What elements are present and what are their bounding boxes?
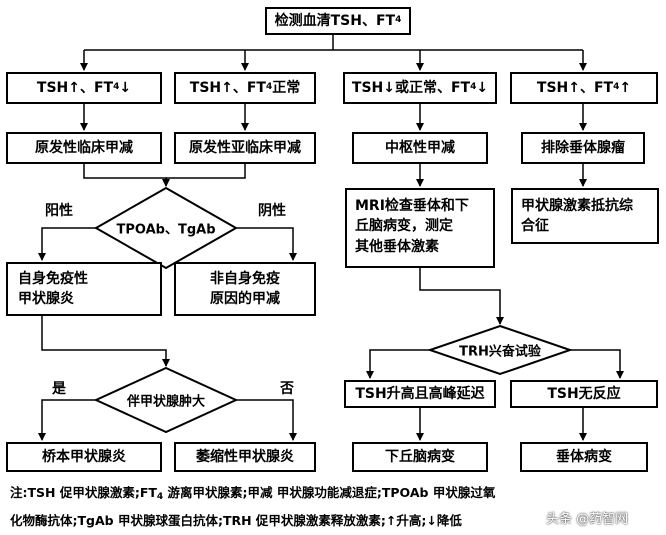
decision-trh-label: TRH兴奋试验 bbox=[459, 344, 541, 360]
watermark: 头条 @药智网 bbox=[546, 512, 629, 527]
node-l1a-text: TSH↑、FT bbox=[36, 79, 114, 96]
label-positive: 阳性 bbox=[45, 203, 73, 219]
label-yes: 是 bbox=[52, 381, 66, 397]
node-atrophic: 萎缩性甲状腺炎 bbox=[174, 442, 316, 472]
label-negative: 阴性 bbox=[258, 203, 286, 219]
decision-trh-diamond bbox=[426, 324, 574, 376]
arrow-trh-left bbox=[366, 349, 430, 379]
node-l1d-text: TSH↑、FT bbox=[536, 79, 614, 96]
footnote-line-1-b: 游离甲状腺素;甲减 甲状腺功能减退症;TPOAb 甲状腺过氧 bbox=[163, 485, 496, 500]
arrow-no bbox=[236, 399, 297, 441]
node-resistance: 甲状腺激素抵抗综 合征 bbox=[511, 188, 659, 244]
node-l1c-post: ↓ bbox=[476, 79, 489, 96]
arrow-positive bbox=[38, 227, 98, 261]
node-trh-rise: TSH升高且高峰延迟 bbox=[344, 380, 496, 408]
node-pituitary: 垂体病变 bbox=[520, 442, 648, 472]
node-start-text: 检测血清TSH、FT bbox=[274, 12, 396, 29]
decision-tpo-diamond bbox=[93, 186, 239, 270]
footnote-line-1: 注:TSH 促甲状腺激素;FT4 游离甲状腺素;甲减 甲状腺功能减退症;TPOA… bbox=[10, 481, 656, 509]
node-trh-none: TSH无反应 bbox=[510, 380, 658, 408]
node-l1b-sub: 4 bbox=[265, 82, 273, 93]
node-central: 中枢性甲减 bbox=[352, 132, 488, 164]
connector-autoimmune-goiter bbox=[41, 316, 170, 367]
node-autoimmune: 自身免疫性 甲状腺炎 bbox=[6, 262, 162, 316]
node-hypothalamic: 下丘脑病变 bbox=[352, 442, 488, 472]
node-l1c-sub: 4 bbox=[470, 82, 477, 93]
node-l1a-post: ↓ bbox=[119, 79, 132, 96]
footnote-line-1-sub: 4 bbox=[156, 492, 164, 502]
node-mri: MRI检查垂体和下 丘脑病变，测定 其他垂体激素 bbox=[345, 188, 495, 268]
node-l1d-post: ↑ bbox=[619, 79, 632, 96]
connector-primary-tpo bbox=[83, 164, 170, 187]
connector-sub-tpo bbox=[166, 164, 246, 179]
decision-goiter-label: 伴甲状腺肿大 bbox=[126, 394, 206, 410]
node-hashimoto: 桥本甲状腺炎 bbox=[6, 442, 162, 472]
footnote-line-2: 化物酶抗体;TgAb 甲状腺球蛋白抗体;TRH 促甲状腺激素释放激素;↑升高;↓… bbox=[10, 513, 462, 528]
node-l1b-post: 正常 bbox=[272, 79, 301, 96]
connector-mri-trh bbox=[419, 268, 504, 325]
node-non-autoimmune: 非自身免疫 原因的甲减 bbox=[174, 262, 316, 316]
arrow-negative bbox=[236, 227, 297, 261]
arrow-trh-right bbox=[570, 349, 624, 379]
decision-goiter-diamond bbox=[93, 366, 239, 434]
node-primary-subclinical: 原发性亚临床甲减 bbox=[174, 132, 316, 164]
node-start-sub: 4 bbox=[395, 15, 402, 26]
decision-tpo-label: TPOAb、TgAb bbox=[116, 222, 216, 238]
node-l1a-sub: 4 bbox=[113, 82, 120, 93]
label-no: 否 bbox=[280, 381, 294, 397]
node-exclude-tumor: 排除垂体腺瘤 bbox=[521, 132, 645, 164]
arrow-yes bbox=[38, 399, 96, 441]
footnote: 注:TSH 促甲状腺激素;FT4 游离甲状腺素;甲减 甲状腺功能减退症;TPOA… bbox=[10, 481, 656, 533]
footnote-line-1-a: 注:TSH 促甲状腺激素;FT bbox=[10, 485, 157, 500]
node-l1c-text: TSH↓或正常、FT bbox=[351, 79, 471, 96]
node-primary-clinical: 原发性临床甲减 bbox=[6, 132, 162, 164]
node-l1b-text: TSH↑、FT bbox=[189, 79, 266, 96]
node-l1d-sub: 4 bbox=[613, 82, 620, 93]
